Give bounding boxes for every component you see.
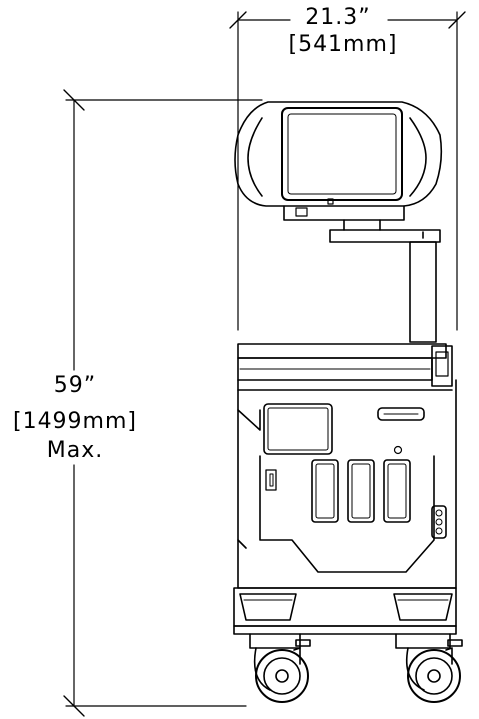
- width-imperial-label: 21.3”: [305, 5, 371, 30]
- cart-base: [233, 587, 457, 635]
- height-qualifier-label: Max.: [46, 438, 104, 463]
- monitor: [234, 101, 443, 221]
- caster-left: [249, 633, 311, 703]
- height-metric-label: [1499mm]: [12, 409, 137, 434]
- monitor-arm: [329, 219, 441, 343]
- height-imperial-label: 59”: [53, 373, 97, 398]
- caster-right: [395, 633, 463, 703]
- width-metric-label: [541mm]: [288, 32, 398, 57]
- cart-body: [237, 343, 457, 589]
- width-dimension: [229, 11, 466, 331]
- height-dimension: [63, 89, 263, 717]
